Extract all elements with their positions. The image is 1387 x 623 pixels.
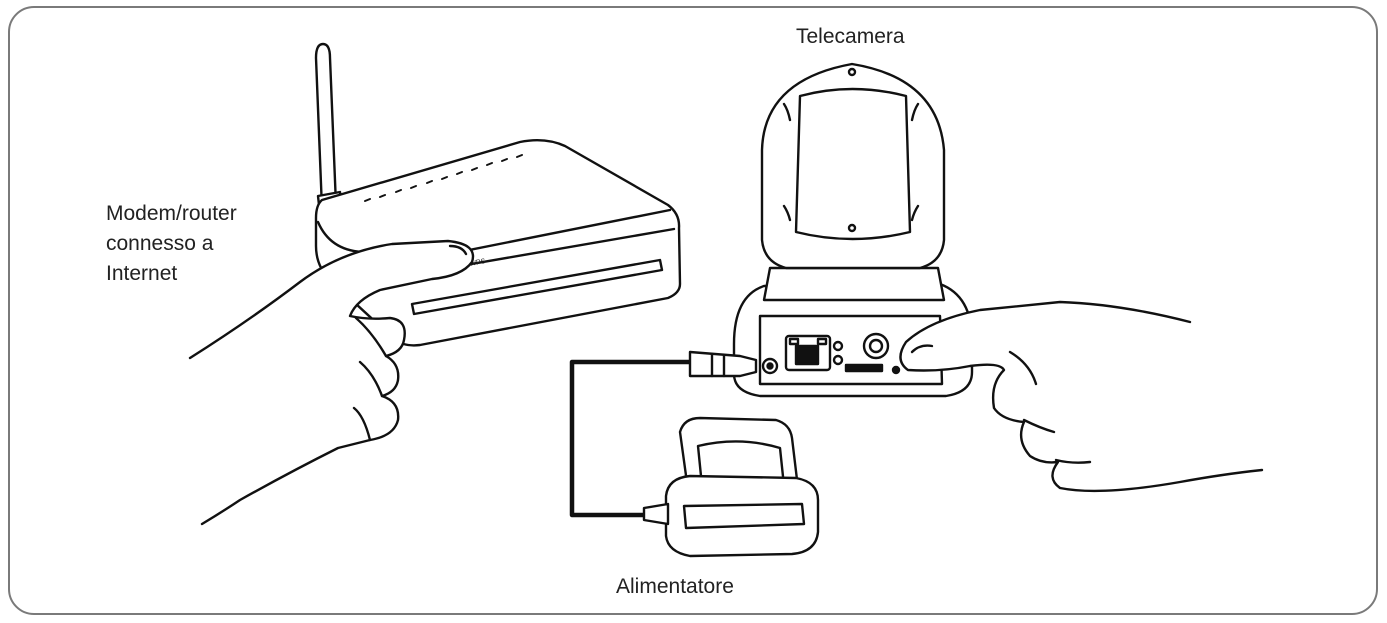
router-label-line3: Internet [106,262,178,285]
router-label-line2: connesso a [106,232,214,255]
camera-sd-slot [844,363,884,373]
left-hand-nail [448,244,468,256]
power-supply-strain-relief [642,502,670,526]
router-wps-text: WPS [469,258,486,268]
power-supply-illustration [642,416,820,558]
camera-illustration [732,62,974,398]
camera-dome-panel [794,87,912,241]
power-supply-plug [678,416,800,492]
router-antenna [314,42,338,211]
router-front-slot [410,258,664,316]
camera-neck [762,266,946,302]
router-vents [364,154,523,202]
right-hand [899,300,1264,493]
right-hand-palm [899,300,1264,493]
router-label-line1: Modem/router [106,202,237,225]
router-illustration: WPS [314,42,682,347]
camera-reset-button [891,365,901,375]
left-hand-palm [188,239,475,526]
power-supply-body [664,474,820,558]
power-cable [569,359,693,518]
router-label: Modem/router connesso a Internet [106,199,237,289]
right-hand-nail [910,344,934,354]
left-hand [188,239,475,526]
router-body [314,139,682,347]
left-hand-finger-crease [352,316,388,442]
right-hand-finger-crease [1008,350,1092,464]
power-supply-label: Alimentatore [616,575,734,598]
camera-label: Telecamera [796,25,905,48]
camera-dome [760,62,946,270]
